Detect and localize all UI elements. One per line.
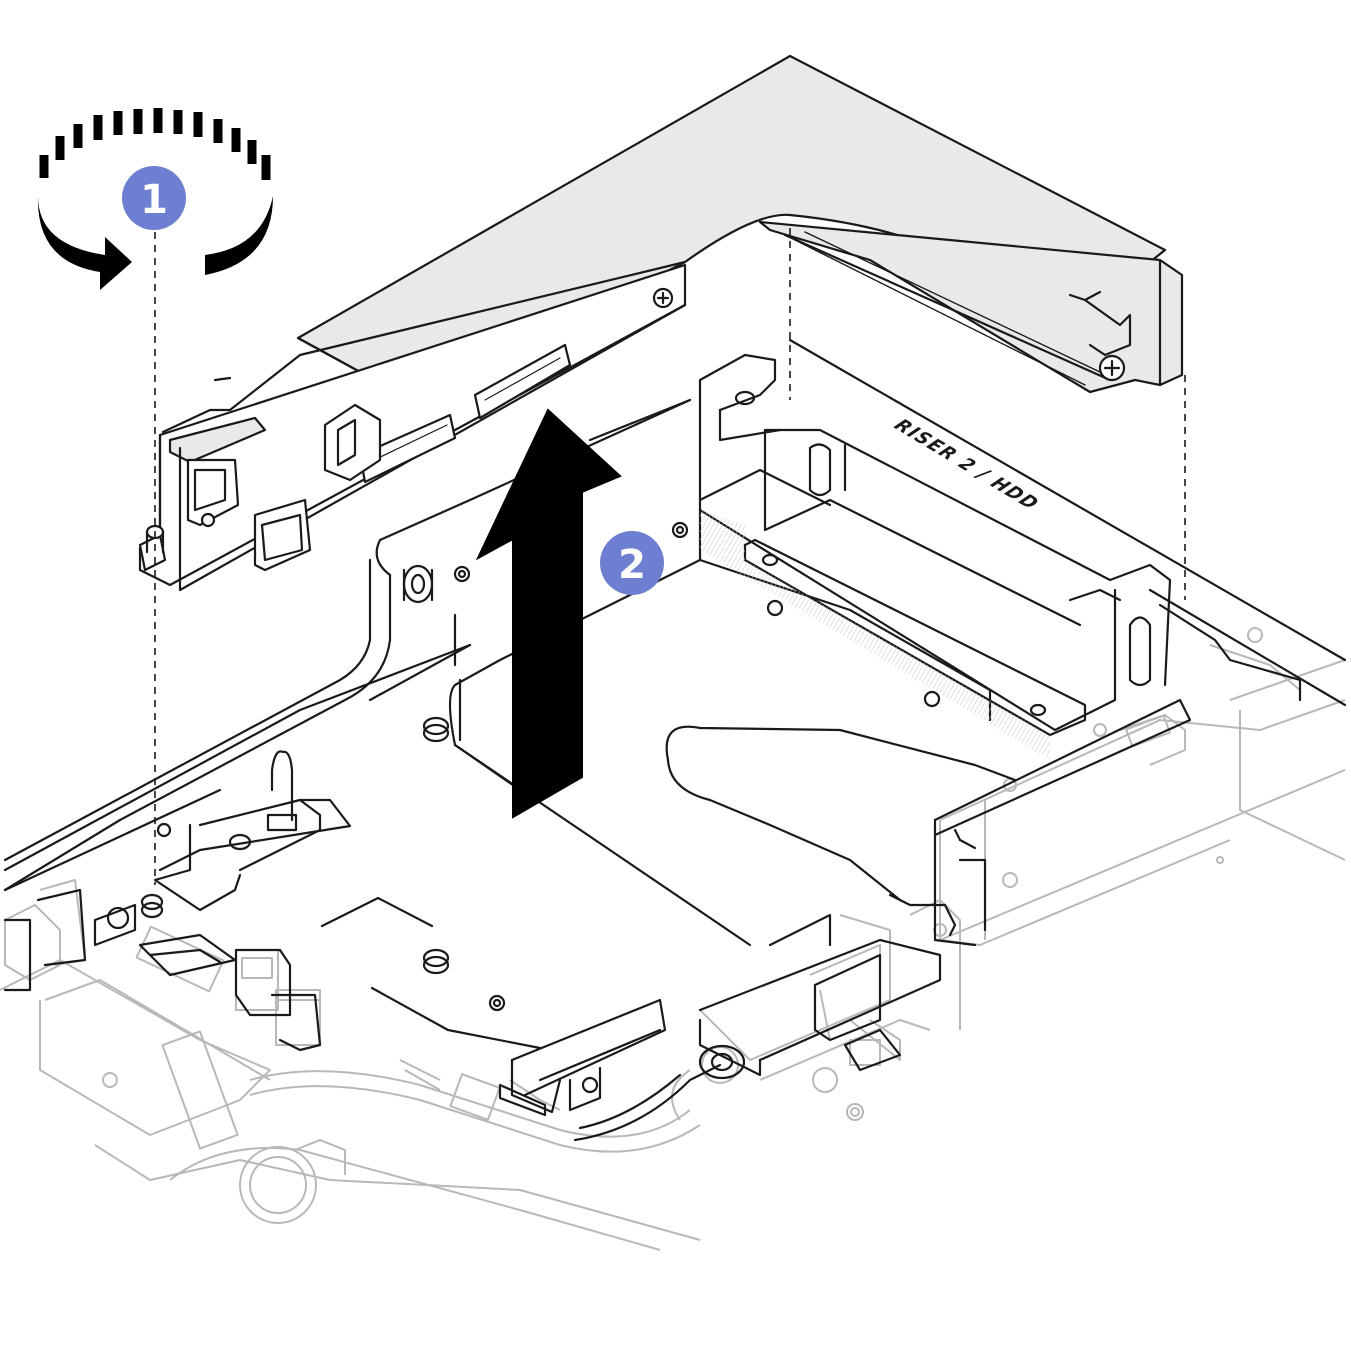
riser-assembly: [138, 54, 1184, 592]
rotate-screw-icon: [37, 108, 273, 290]
step-1-number: 1: [140, 177, 168, 223]
lift-up-arrow-icon: [475, 408, 622, 819]
alignment-lines: [154, 228, 1186, 885]
step-2-number: 2: [618, 542, 646, 588]
cage-hatched-strip: [700, 510, 1050, 760]
riser-side-bracket: [758, 220, 1184, 394]
chassis-background: [0, 627, 1346, 1251]
riser-label: RISER 2 / HDD: [889, 416, 1043, 514]
step-2-badge: 2: [600, 531, 664, 595]
step-1-badge: 1: [122, 166, 186, 230]
